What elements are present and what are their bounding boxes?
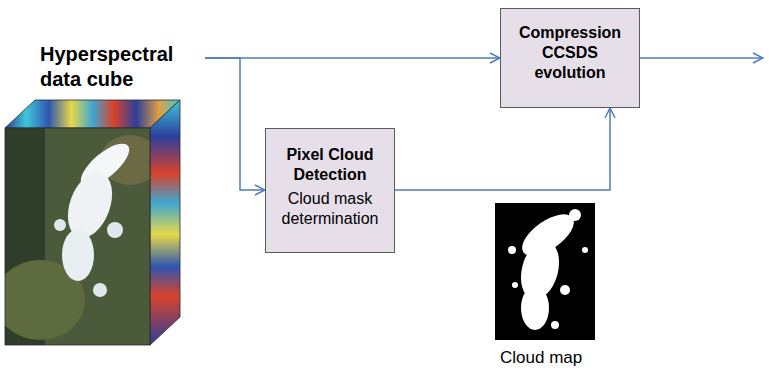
cloud-blob <box>54 219 66 231</box>
box-heading: Compression CCSDS evolution <box>507 23 633 83</box>
cloud-mask-blob <box>582 247 588 253</box>
cloud-mask-blob <box>521 286 549 330</box>
flow-arrow <box>205 58 265 190</box>
cube-top-face <box>5 100 180 128</box>
cube-front-face <box>5 128 150 345</box>
cloud-blob <box>62 229 94 281</box>
image-caption: Cloud map <box>500 348 582 368</box>
cloud-blob <box>93 283 107 297</box>
cube-side-face <box>150 100 180 345</box>
flow-arrow <box>205 57 500 59</box>
cloud-map-ground <box>495 203 595 340</box>
cloud-map-image <box>495 203 595 340</box>
box-heading: Pixel Cloud Detection <box>272 145 388 185</box>
box-heading: Hyperspectral data cube <box>40 42 205 92</box>
cloud-mask-blob <box>560 285 570 295</box>
cloud-mask-blob <box>512 282 518 288</box>
cloud-blob <box>107 222 123 238</box>
cloud-mask-blob <box>508 246 516 254</box>
cloud-mask-blob <box>569 209 581 221</box>
hyperspectral-cube <box>0 100 180 345</box>
process-box: Pixel Cloud DetectionCloud mask determin… <box>265 128 395 253</box>
box-body: Cloud mask determination <box>272 189 388 229</box>
output-arrow <box>640 57 763 59</box>
cloud-mask-blob <box>551 321 559 329</box>
data-cube-node: Hyperspectral data cube <box>5 30 205 96</box>
flow-arrow <box>395 108 610 190</box>
process-box: Compression CCSDS evolution <box>500 8 640 108</box>
cube-front-image <box>5 128 150 345</box>
